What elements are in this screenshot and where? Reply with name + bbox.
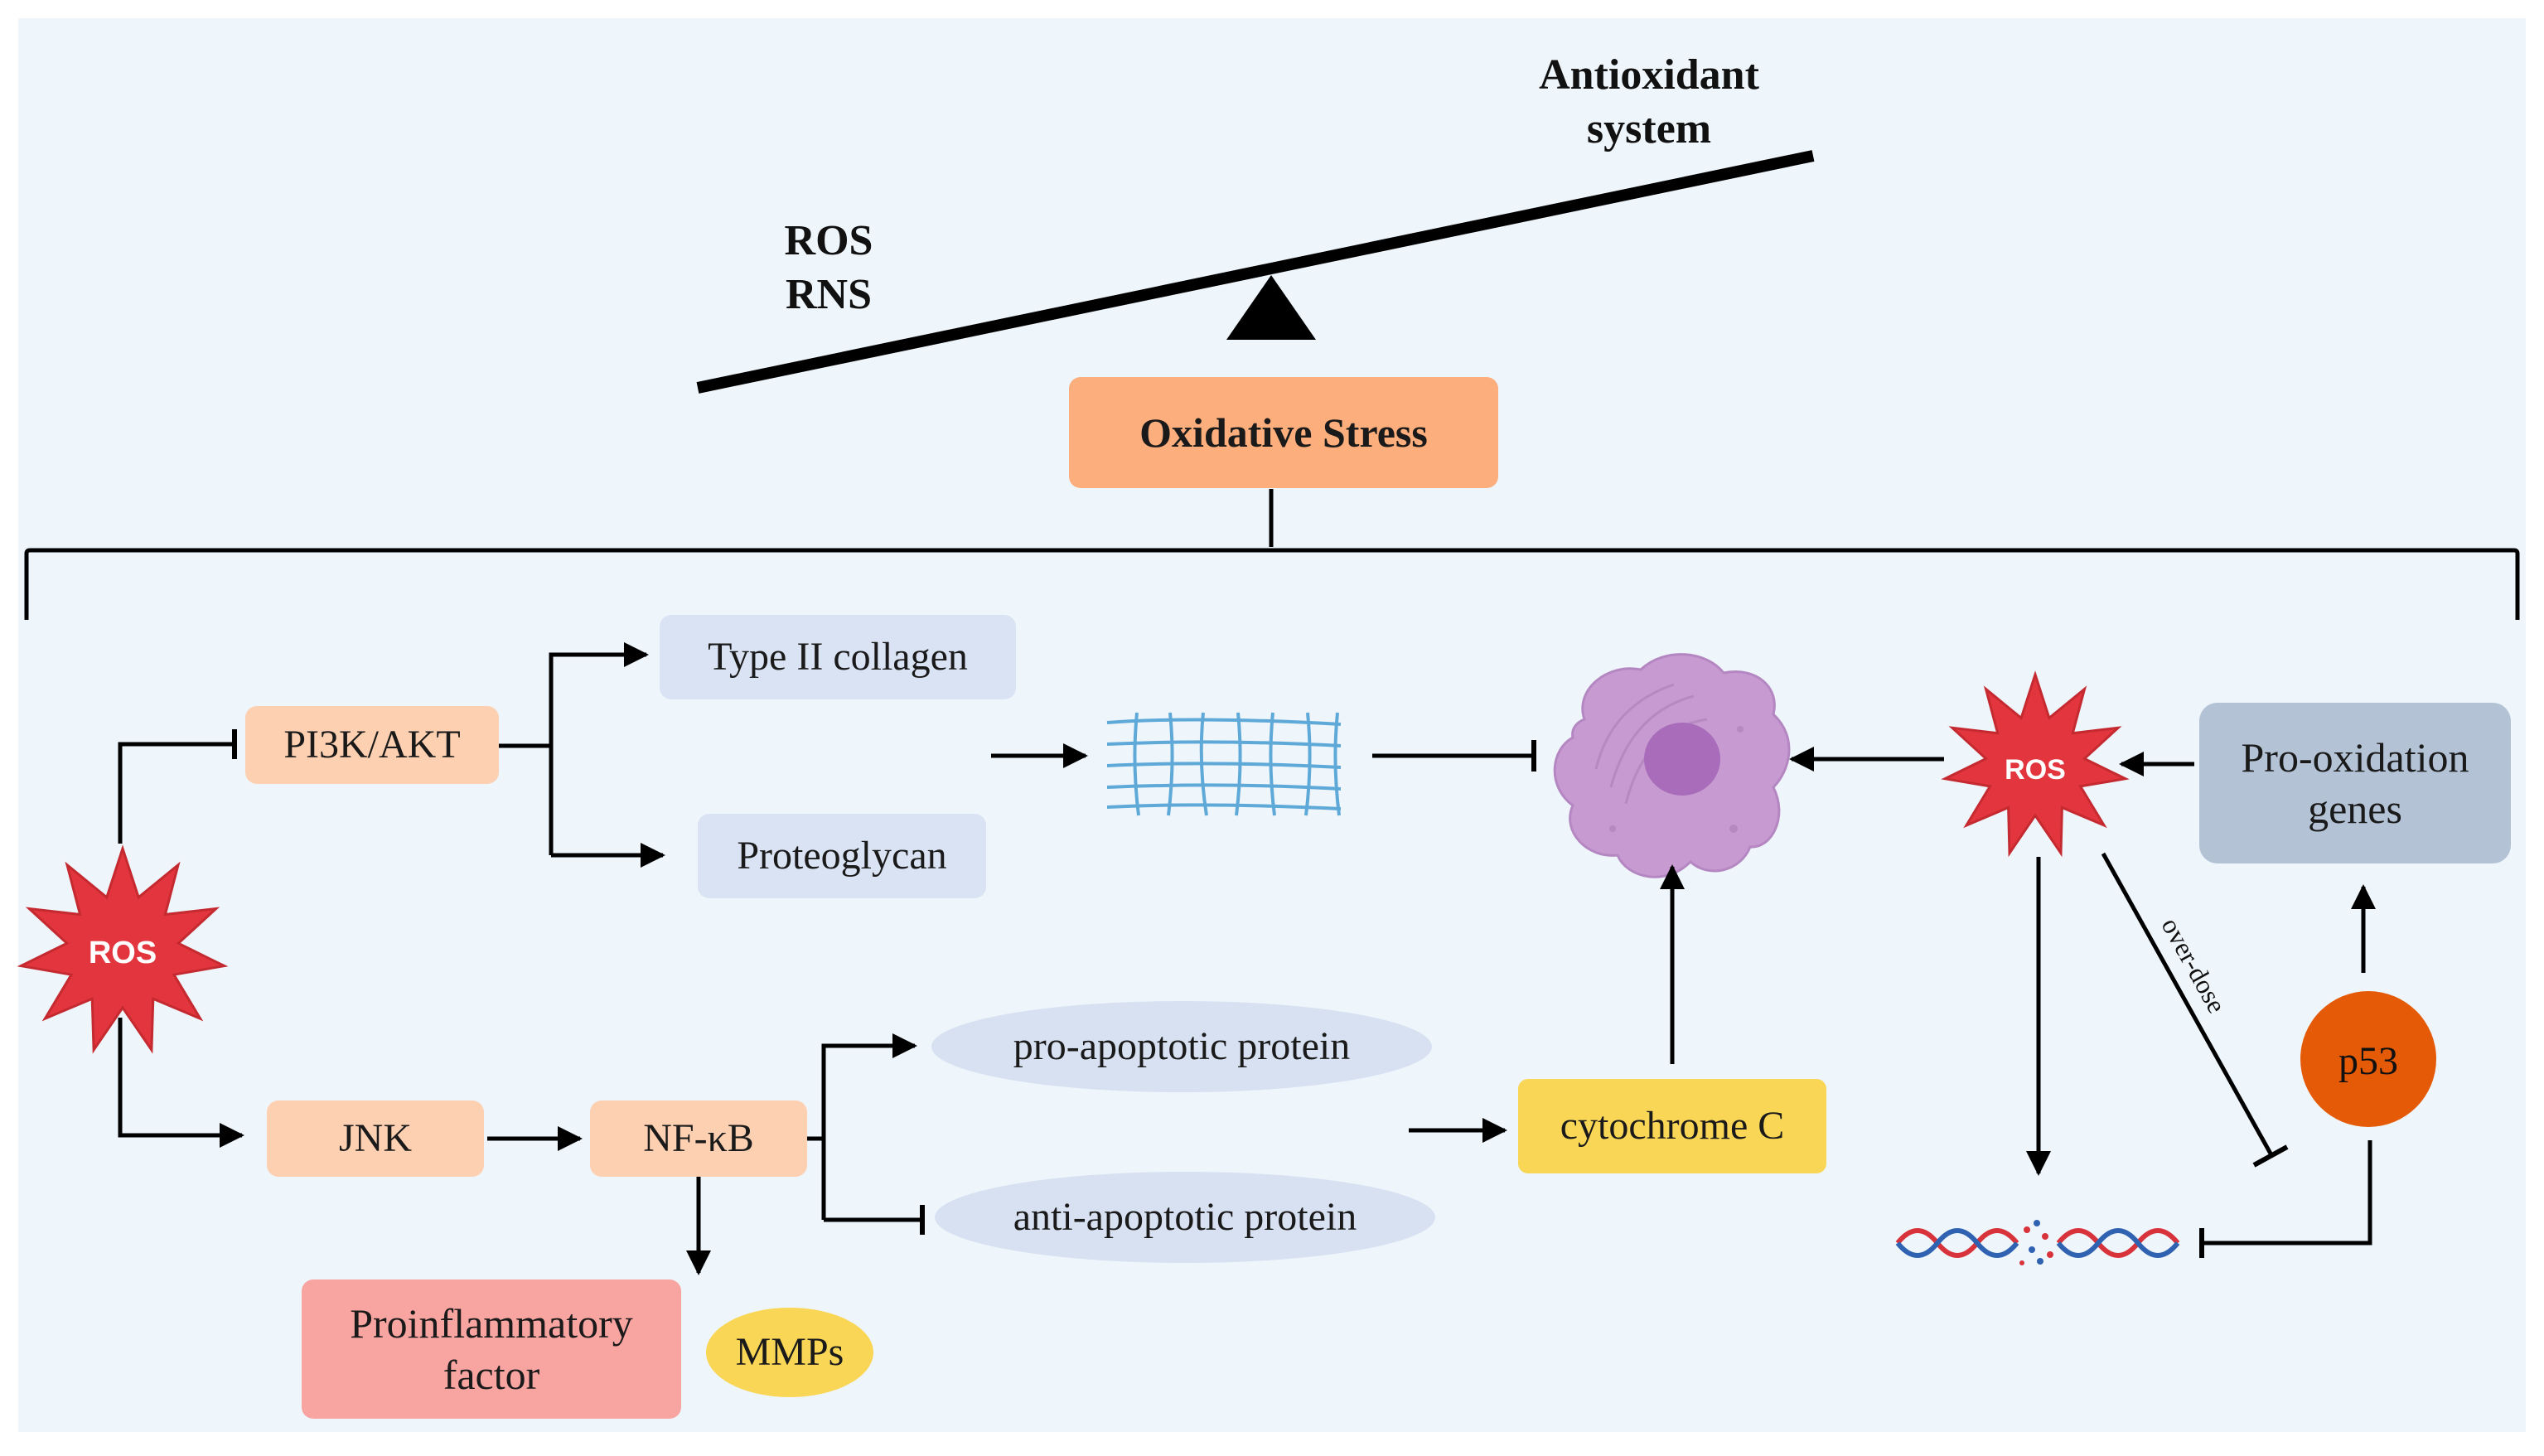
type-ii-collagen-box: Type II collagen bbox=[660, 615, 1016, 699]
pi3k-to-collagen-arrow bbox=[549, 642, 649, 855]
ros-to-jnk-arrow bbox=[118, 1018, 244, 1148]
ros-to-pi3k-inhibit bbox=[118, 742, 232, 844]
cell-icon bbox=[1553, 653, 1791, 878]
p53-to-dna-inhibit bbox=[2204, 1140, 2372, 1246]
ros-burst-right-icon: ROS bbox=[1941, 670, 2130, 858]
proinflammatory-text: Proinflammatory bbox=[350, 1299, 633, 1347]
jnk-box: JNK bbox=[267, 1100, 484, 1177]
p53-node bbox=[2300, 991, 2436, 1127]
rns-text: RNS bbox=[785, 271, 873, 318]
ros-burst-left-label: ROS bbox=[89, 936, 157, 970]
antioxidant-text: Antioxidant bbox=[1539, 51, 1759, 99]
mmps-ellipse: MMPs bbox=[706, 1308, 873, 1397]
overdose-tbar bbox=[2252, 1144, 2289, 1168]
p53-label: p53 bbox=[2338, 1039, 2398, 1083]
section-bracket bbox=[24, 548, 2520, 620]
anti-apoptotic-protein-ellipse: anti-apoptotic protein bbox=[935, 1172, 1435, 1263]
ros-text: ROS bbox=[784, 217, 873, 264]
oxidative-stress-box: Oxidative Stress bbox=[1069, 377, 1498, 488]
genes-text: genes bbox=[2308, 786, 2402, 832]
balance-right-label: Antioxidant system bbox=[1492, 48, 1806, 156]
nf-kb-box: NF-κB bbox=[590, 1100, 807, 1177]
proteoglycan-box: Proteoglycan bbox=[698, 814, 986, 898]
pro-oxidation-genes-box: Pro-oxidation genes bbox=[2199, 703, 2511, 863]
pi3k-akt-box: PI3K/AKT bbox=[245, 706, 499, 784]
nfkb-to-proapoptotic-arrow bbox=[821, 1033, 917, 1220]
overdose-inhibit-line bbox=[2101, 852, 2273, 1155]
balance-beam bbox=[696, 150, 1815, 394]
pro-apoptotic-protein-ellipse: pro-apoptotic protein bbox=[931, 1001, 1432, 1092]
pro-oxidation-text: Pro-oxidation bbox=[2241, 733, 2469, 781]
factor-text: factor bbox=[443, 1352, 540, 1398]
matrix-mesh-icon bbox=[1106, 712, 1342, 816]
ros-burst-left-icon: ROS bbox=[17, 844, 229, 1054]
ros-burst-right-label: ROS bbox=[2005, 754, 2066, 786]
cytochrome-c-box: cytochrome C bbox=[1518, 1079, 1826, 1173]
dna-icon bbox=[1895, 1220, 2180, 1265]
system-text: system bbox=[1586, 105, 1712, 152]
proinflammatory-factor-box: Proinflammatory factor bbox=[302, 1279, 681, 1419]
balance-left-label: ROS RNS bbox=[746, 214, 912, 322]
balance-fulcrum bbox=[1226, 275, 1316, 340]
